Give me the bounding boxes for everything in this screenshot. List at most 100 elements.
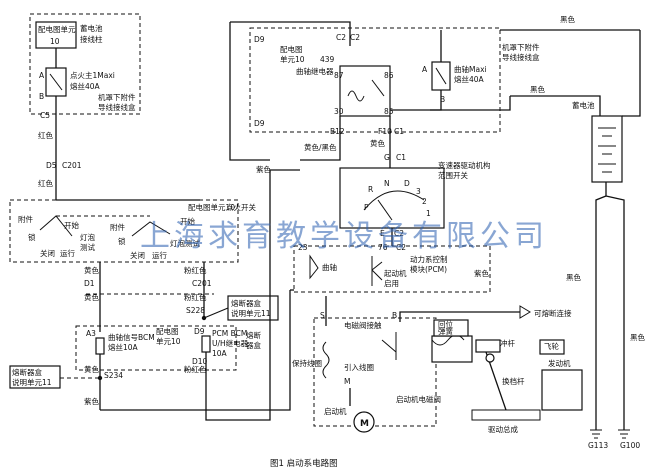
relay-pin-85: 85: [384, 107, 394, 116]
flywheel-label: 飞轮: [544, 341, 559, 351]
connector-d9-top: D9: [254, 35, 265, 44]
wire-pink-to-range: [205, 169, 300, 421]
connector-d5: D5: [46, 161, 57, 170]
battery-post-label-2: 接线柱: [80, 34, 103, 44]
trans-range-switch-box: [339, 167, 445, 229]
crank-bcm-fuse-rating: 熔丝10A: [108, 342, 139, 352]
gear-n: N: [384, 179, 390, 188]
drive-assembly-label: 驱动总成: [488, 424, 518, 434]
ground-g113-symbol: [590, 429, 602, 439]
underhood-right-label: 机罩下附件: [502, 42, 540, 52]
wire-d9-feed: [229, 22, 270, 161]
engine-block: [541, 369, 583, 411]
connector-c201-b: C201: [192, 279, 212, 288]
wire-color-purple-1: 紫色: [84, 396, 99, 406]
solenoid-contact-label: 电磁阀接触: [344, 320, 382, 330]
splice-s234: [97, 375, 103, 381]
connector-d9-bcm: D9: [194, 327, 205, 336]
battery-symbol: [591, 115, 623, 183]
switch-run-left: 运行: [60, 248, 75, 258]
connector-e: E: [380, 229, 385, 238]
connector-c2-mid: C2: [394, 229, 404, 238]
battery-label: 蓄电池: [572, 100, 595, 110]
wire-color-black-2: 黑色: [530, 84, 545, 94]
wire-color-black-3: 黑色: [566, 272, 581, 282]
wire-color-red-1: 红色: [38, 130, 53, 140]
starter-motor-label: 启动机: [324, 406, 347, 416]
plunger-label: 冲杆: [500, 338, 515, 348]
connector-c2-pcm: C2: [396, 243, 406, 252]
wire-color-red-2: 红色: [38, 178, 53, 188]
bcm-fuse-box: [75, 325, 237, 371]
wire-ground-g113: [595, 195, 607, 430]
trans-range-label: 变速器驱动机构: [438, 160, 491, 170]
switch-lock-right: 锁: [118, 236, 126, 246]
ignition-fuse-label: 点火主1Maxi: [70, 70, 115, 80]
pull-coil-label: 引入线圈: [344, 362, 374, 372]
plunger-box: [475, 339, 501, 353]
fuse-box-side-label: 熔断: [246, 330, 261, 340]
wire-color-yellow-4: 黄色: [370, 138, 385, 148]
relay-pin-30: 30: [334, 107, 344, 116]
wire-black-to-battery: [510, 95, 601, 116]
connector-d1: D1: [84, 279, 95, 288]
dist-unit-label: 配电图单元: [38, 24, 76, 34]
fuse-box-ref-b-label: 熔断器盒: [12, 367, 42, 377]
switch-acc-left: 附件: [18, 214, 33, 224]
pin-b-right: B: [440, 95, 445, 104]
pcm-transistor: [371, 256, 383, 286]
wire-color-pink-3: 粉红色: [184, 364, 207, 374]
range-arc: [363, 190, 425, 211]
return-spring-box: [433, 319, 469, 337]
switch-lock-left: 锁: [28, 232, 36, 242]
fuse-box-ref-label: 熔断器盒: [231, 298, 261, 308]
crank-bcm-fuse-label: 曲轴信号BCM: [108, 332, 155, 342]
pcm-label: 动力系控制: [410, 254, 448, 264]
dist-map-unit: 单元10: [280, 54, 305, 64]
underhood-right-label-2: 导线接线盒: [502, 52, 540, 62]
range-selector: [377, 199, 393, 221]
ground-g100-label: G100: [620, 441, 640, 450]
wire-439: 439: [320, 55, 335, 64]
gear-3: 3: [416, 187, 421, 196]
wire-color-purple-2: 紫色: [256, 164, 271, 174]
shift-lever-pivot: [485, 353, 495, 363]
pcm-bcm-fuse: [201, 335, 211, 353]
wire-relay-down: [300, 116, 341, 161]
underhood-left-label: 机罩下附件: [98, 92, 136, 102]
dist-unit-ref-bcm: 配电图: [156, 326, 179, 336]
connector-g: G: [384, 153, 390, 162]
pin-a-right: A: [422, 65, 428, 74]
underhood-left-label-2: 导线接线盒: [98, 102, 136, 112]
starter-motor-symbol: [353, 411, 375, 433]
gear-d: D: [404, 179, 410, 188]
drive-shaft: [471, 409, 541, 421]
battery-cells: [598, 127, 616, 173]
shift-lever-label: 换档杆: [502, 376, 525, 386]
watermark-text: 上海求育教学设备有限公司: [140, 219, 548, 254]
fusible-link-label: 可熔断连接: [534, 308, 572, 318]
pcm-pin-76: 76: [378, 243, 388, 252]
switch-lamp-test-left: 灯泡: [80, 232, 95, 242]
fuse-link-left: [49, 73, 63, 91]
switch-off-left: 关闭: [40, 248, 55, 258]
ignition-switch-label: 点火开关: [226, 202, 256, 212]
connector-c201-a: C201: [62, 161, 82, 170]
gear-1: 1: [426, 209, 431, 218]
wire-black-battery-top: [622, 30, 641, 117]
pcm-bcm-fuse-label: PCM BCM: [212, 329, 247, 338]
wire-color-black-4: 黑色: [630, 332, 645, 342]
fuse-box-ref-11b: [9, 365, 61, 389]
wire-color-yellow-1: 黄色: [84, 265, 99, 275]
dist-map-label: 配电图: [280, 44, 303, 54]
pcm-crank-label: 曲轴: [322, 262, 337, 272]
pcm-bcm-fuse-label-2: U/H继电器: [212, 338, 249, 348]
switch-run-right: 运行: [152, 250, 167, 260]
wire-color-yellow-3: 黄色: [84, 364, 99, 374]
pcm-bcm-fuse-rating: 10A: [212, 349, 228, 358]
wire-crank-fuse-out: [390, 90, 442, 111]
connector-b12: B12: [330, 127, 345, 136]
switch-off-right: 关闭: [130, 250, 145, 260]
underhood-box-right: [249, 27, 501, 133]
